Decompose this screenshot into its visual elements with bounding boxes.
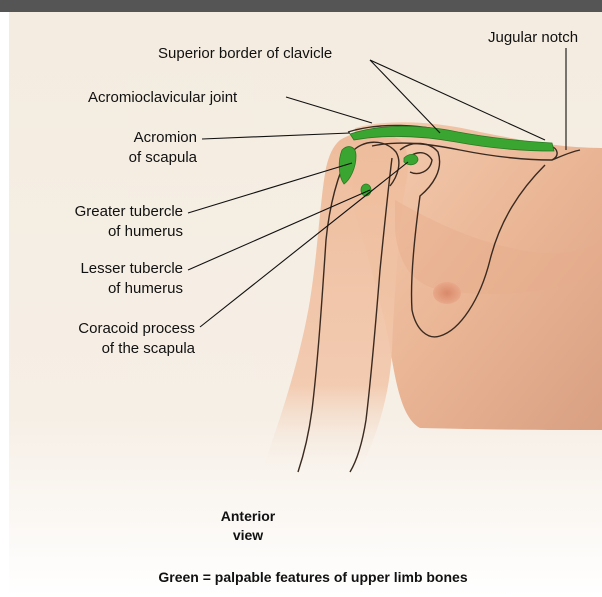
label-ac-joint: Acromioclavicular joint	[88, 89, 238, 106]
label-lesser-tubercle-line1: Lesser tubercle	[80, 260, 183, 277]
label-greater-tubercle-line1: Greater tubercle	[75, 203, 183, 220]
label-acromion-line1: Acromion	[134, 129, 197, 146]
label-view-line2: view	[233, 527, 263, 543]
label-greater-tubercle-line2: of humerus	[108, 223, 183, 240]
label-acromion-line2: of scapula	[129, 149, 198, 166]
label-lesser-tubercle-line2: of humerus	[108, 280, 183, 297]
label-coracoid-line1: Coracoid process	[78, 320, 195, 337]
label-superior-border: Superior border of clavicle	[158, 45, 332, 62]
top-bar	[0, 0, 602, 12]
label-jugular-notch: Jugular notch	[488, 29, 578, 46]
nipple	[433, 282, 461, 304]
label-view-line1: Anterior	[221, 508, 276, 524]
caption: Green = palpable features of upper limb …	[158, 569, 467, 585]
left-edge	[0, 12, 9, 597]
label-coracoid-line2: of the scapula	[102, 340, 196, 357]
